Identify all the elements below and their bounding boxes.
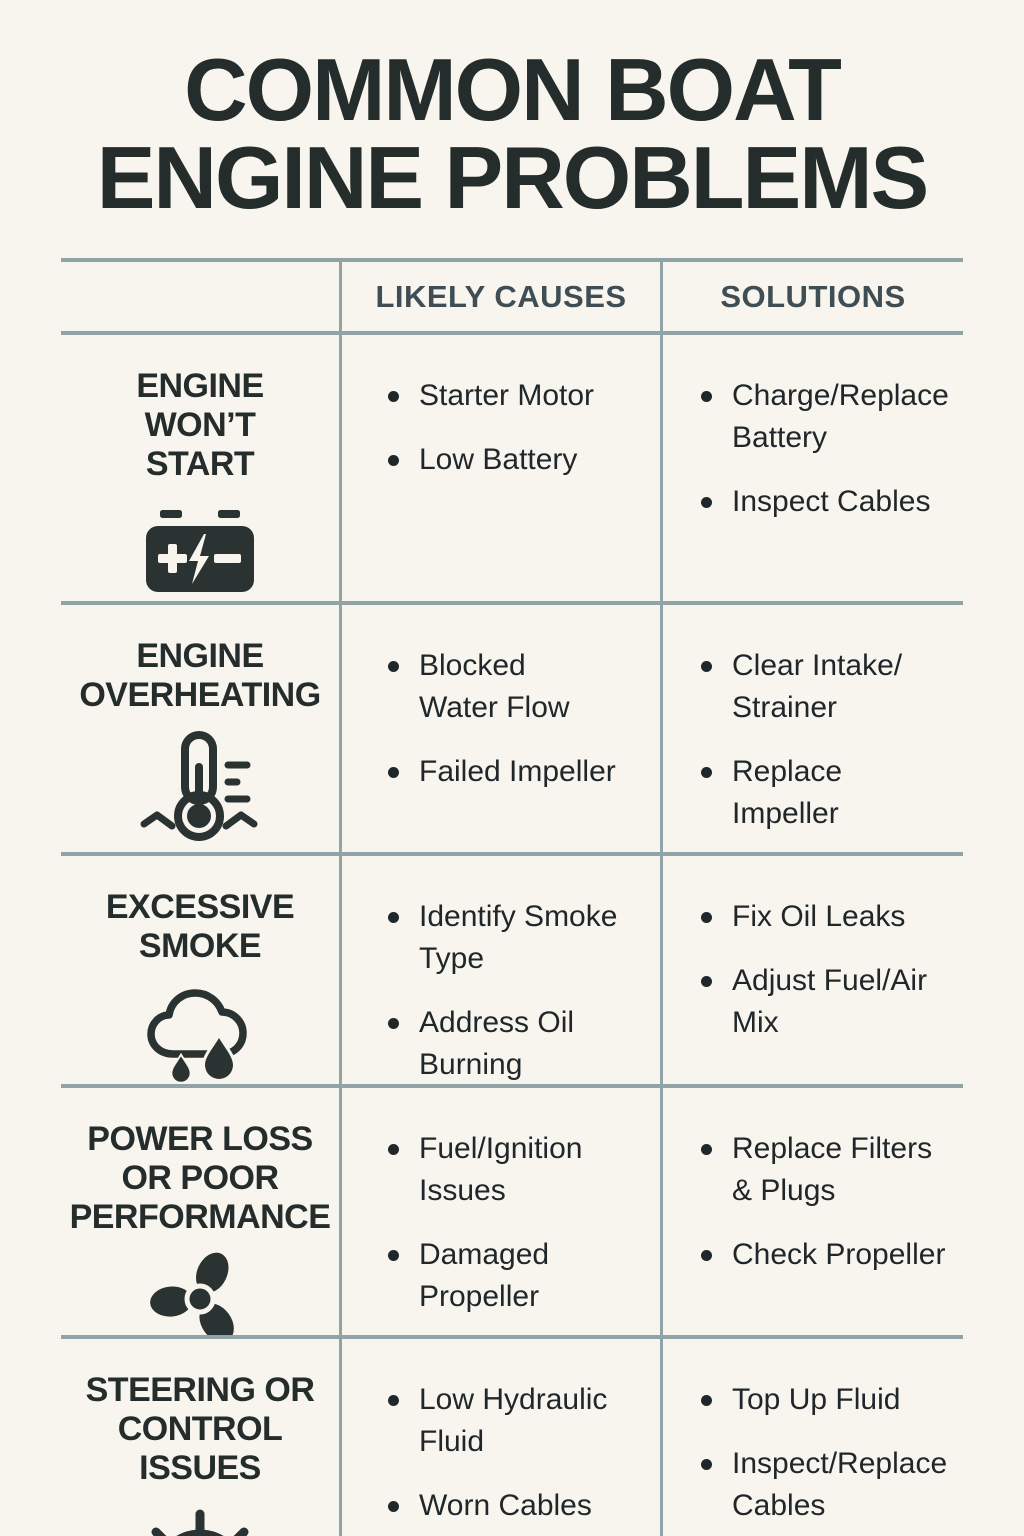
solutions-list: Charge/Replace Battery Inspect Cables: [699, 375, 955, 523]
smoke-cloud-icon: [61, 982, 339, 1084]
problem-cell: STEERING OR CONTROL ISSUES: [61, 1335, 339, 1536]
solution-text: Top Up Fluid: [732, 1383, 901, 1416]
solutions-cell: Top Up Fluid Inspect/Replace Cables: [660, 1335, 963, 1536]
problem-label-line: ISSUES: [139, 1449, 261, 1487]
problems-table: LIKELY CAUSES SOLUTIONS ENGINE WON’T STA…: [61, 258, 963, 1536]
header-likely-causes: LIKELY CAUSES: [339, 258, 660, 331]
problem-cell: POWER LOSS OR POOR PERFORMANCE: [61, 1084, 339, 1335]
problem-label-line: START: [145, 445, 255, 483]
problem-label-line: ENGINE: [136, 637, 264, 675]
cause-item: Low Hydraulic Fluid: [386, 1379, 652, 1463]
cause-item: Failed Impeller: [386, 751, 652, 793]
solution-text: Check Propeller: [732, 1238, 946, 1271]
ship-wheel-icon: [61, 1496, 339, 1536]
solution-text: Adjust Fuel/Air Mix: [732, 964, 928, 1039]
cause-text: Address Oil Burning: [419, 1006, 575, 1081]
solution-text: Charge/Replace Battery: [732, 379, 949, 454]
problem-label-line: OVERHEATING: [79, 676, 321, 714]
cause-text: Fuel/Ignition Issues: [419, 1132, 583, 1207]
likely-causes-cell: Low Hydraulic Fluid Worn Cables: [339, 1335, 660, 1536]
solutions-cell: Fix Oil Leaks Adjust Fuel/Air Mix: [660, 852, 963, 1084]
propeller-icon: [61, 1249, 339, 1335]
likely-causes-cell: Starter Motor Low Battery: [339, 331, 660, 601]
problem-label-line: ENGINE: [136, 367, 264, 405]
problem-label: STEERING OR CONTROL ISSUES: [61, 1371, 339, 1488]
cause-text: Worn Cables: [419, 1489, 592, 1522]
problem-label: ENGINE WON’T START: [61, 367, 339, 484]
problem-label: ENGINE OVERHEATING: [61, 637, 339, 715]
cause-text: Failed Impeller: [419, 755, 616, 788]
page-title: COMMON BOAT ENGINE PROBLEMS: [96, 40, 930, 227]
problem-cell: ENGINE OVERHEATING: [61, 601, 339, 852]
problem-label-line: WON’T: [144, 406, 256, 444]
solution-text: Replace Filters & Plugs: [732, 1132, 933, 1207]
thermometer-icon: [61, 731, 339, 843]
solution-item: Check Propeller: [699, 1234, 955, 1276]
title-block: COMMON BOAT ENGINE PROBLEMS: [0, 0, 1024, 258]
solutions-cell: Clear Intake/ Strainer Replace Impeller: [660, 601, 963, 852]
problem-label-line: CONTROL: [117, 1410, 283, 1448]
solution-text: Inspect/Replace Cables: [732, 1447, 948, 1522]
problem-label-line: POWER LOSS: [87, 1120, 313, 1158]
cause-item: Damaged Propeller: [386, 1234, 652, 1318]
battery-icon: [61, 510, 339, 592]
cause-text: Low Battery: [419, 443, 578, 476]
header-solutions: SOLUTIONS: [660, 258, 963, 331]
solution-item: Fix Oil Leaks: [699, 896, 955, 938]
causes-list: Starter Motor Low Battery: [386, 375, 652, 481]
problem-label-line: PERFORMANCE: [69, 1198, 331, 1236]
solutions-cell: Replace Filters & Plugs Check Propeller: [660, 1084, 963, 1335]
header-problem-cell: [61, 258, 339, 331]
cause-item: Blocked Water Flow: [386, 645, 652, 729]
page-title-line1: COMMON BOAT: [184, 40, 842, 139]
solution-item: Inspect Cables: [699, 481, 955, 523]
causes-list: Blocked Water Flow Failed Impeller: [386, 645, 652, 793]
solutions-list: Fix Oil Leaks Adjust Fuel/Air Mix: [699, 896, 955, 1044]
causes-list: Identify Smoke Type Address Oil Burning: [386, 896, 652, 1084]
likely-causes-cell: Fuel/Ignition Issues Damaged Propeller: [339, 1084, 660, 1335]
cause-text: Low Hydraulic Fluid: [419, 1383, 608, 1458]
solution-item: Charge/Replace Battery: [699, 375, 955, 459]
solution-item: Clear Intake/ Strainer: [699, 645, 955, 729]
cause-item: Identify Smoke Type: [386, 896, 652, 980]
solutions-list: Top Up Fluid Inspect/Replace Cables: [699, 1379, 955, 1527]
solutions-cell: Charge/Replace Battery Inspect Cables: [660, 331, 963, 601]
likely-causes-cell: Blocked Water Flow Failed Impeller: [339, 601, 660, 852]
cause-item: Starter Motor: [386, 375, 652, 417]
cause-text: Starter Motor: [419, 379, 595, 412]
problem-cell: ENGINE WON’T START: [61, 331, 339, 601]
problem-label: POWER LOSS OR POOR PERFORMANCE: [61, 1120, 339, 1237]
problem-label-line: OR POOR: [121, 1159, 279, 1197]
causes-list: Fuel/Ignition Issues Damaged Propeller: [386, 1128, 652, 1318]
causes-list: Low Hydraulic Fluid Worn Cables: [386, 1379, 652, 1527]
solution-item: Replace Impeller: [699, 751, 955, 835]
solutions-list: Clear Intake/ Strainer Replace Impeller: [699, 645, 955, 835]
solution-item: Top Up Fluid: [699, 1379, 955, 1421]
solution-item: Inspect/Replace Cables: [699, 1443, 955, 1527]
solutions-list: Replace Filters & Plugs Check Propeller: [699, 1128, 955, 1276]
solution-text: Inspect Cables: [732, 485, 931, 518]
problem-label-line: SMOKE: [138, 927, 262, 965]
solution-text: Replace Impeller: [732, 755, 843, 830]
solution-text: Fix Oil Leaks: [732, 900, 906, 933]
problem-label: EXCESSIVE SMOKE: [61, 888, 339, 966]
cause-text: Identify Smoke Type: [419, 900, 618, 975]
cause-text: Blocked Water Flow: [419, 649, 570, 724]
cause-text: Damaged Propeller: [419, 1238, 550, 1313]
cause-item: Worn Cables: [386, 1485, 652, 1527]
problem-label-line: EXCESSIVE: [105, 888, 295, 926]
cause-item: Address Oil Burning: [386, 1002, 652, 1084]
problem-cell: EXCESSIVE SMOKE: [61, 852, 339, 1084]
problem-label-line: STEERING OR: [85, 1371, 315, 1409]
cause-item: Fuel/Ignition Issues: [386, 1128, 652, 1212]
likely-causes-cell: Identify Smoke Type Address Oil Burning: [339, 852, 660, 1084]
cause-item: Low Battery: [386, 439, 652, 481]
solution-item: Replace Filters & Plugs: [699, 1128, 955, 1212]
page-title-line2: ENGINE PROBLEMS: [96, 128, 930, 227]
solution-item: Adjust Fuel/Air Mix: [699, 960, 955, 1044]
solution-text: Clear Intake/ Strainer: [732, 649, 903, 724]
